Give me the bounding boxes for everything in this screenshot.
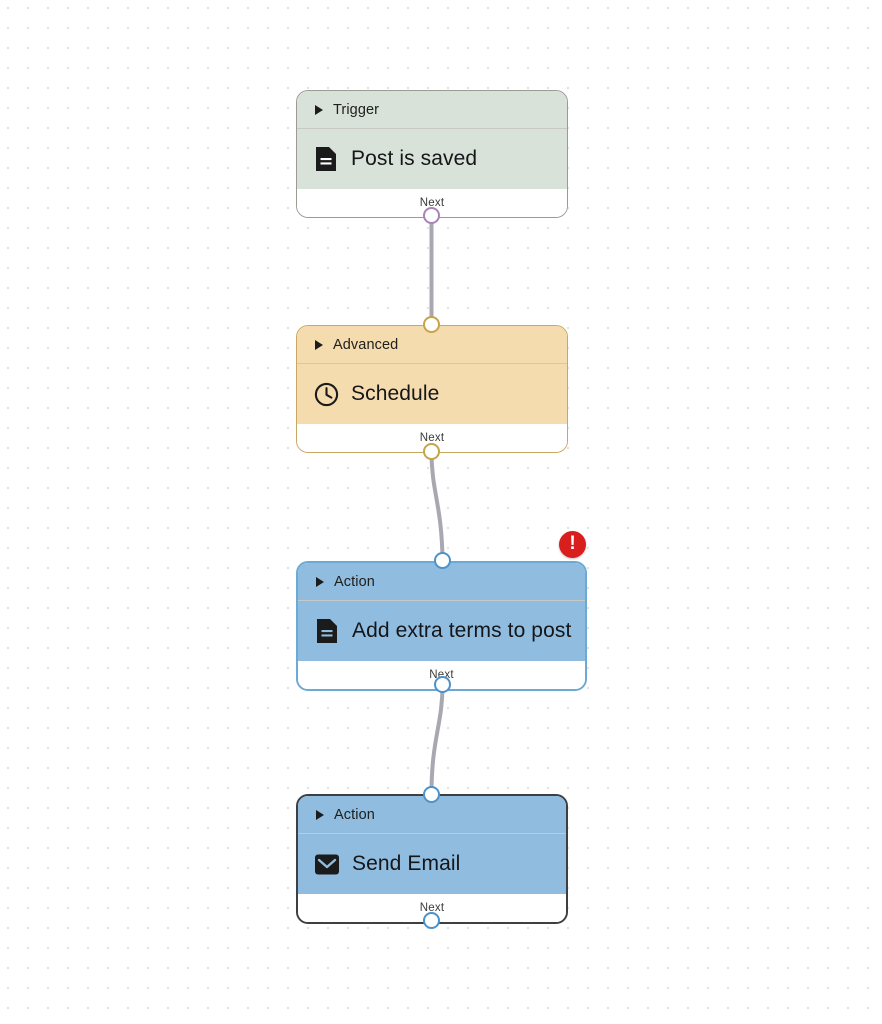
node-divider bbox=[297, 128, 567, 129]
workflow-node-action-add-extra-terms-to-post[interactable]: Action Add extra terms to post Next bbox=[296, 561, 587, 691]
edge-advanced-to-action-terms bbox=[429, 450, 445, 563]
envelope-icon bbox=[314, 851, 340, 877]
node-header-label: Action bbox=[334, 573, 375, 590]
node-footer-label: Next bbox=[419, 902, 445, 914]
node-divider bbox=[298, 833, 566, 834]
handle-action-email-top[interactable] bbox=[423, 786, 440, 803]
document-icon bbox=[313, 146, 339, 172]
node-body-action-terms[interactable]: Add extra terms to post bbox=[298, 601, 585, 661]
node-divider bbox=[298, 600, 585, 601]
node-body-advanced[interactable]: Schedule bbox=[297, 364, 567, 424]
node-header-trigger[interactable]: Trigger bbox=[297, 91, 567, 128]
error-badge-action-terms[interactable]: ! bbox=[559, 531, 586, 558]
node-title: Schedule bbox=[351, 382, 440, 405]
chevron-right-icon[interactable] bbox=[315, 339, 323, 350]
node-title: Add extra terms to post bbox=[352, 619, 572, 642]
clock-icon bbox=[313, 381, 339, 407]
chevron-right-icon[interactable] bbox=[315, 104, 323, 115]
node-header-action-terms[interactable]: Action bbox=[298, 563, 585, 600]
handle-action-terms-top[interactable] bbox=[434, 552, 451, 569]
node-title: Post is saved bbox=[351, 147, 478, 170]
node-divider bbox=[297, 363, 567, 364]
handle-trigger-bottom[interactable] bbox=[423, 207, 440, 224]
document-icon bbox=[314, 618, 340, 644]
node-header-label: Action bbox=[334, 806, 375, 823]
handle-advanced-bottom[interactable] bbox=[423, 443, 440, 460]
node-body-trigger[interactable]: Post is saved bbox=[297, 129, 567, 189]
node-footer-label: Next bbox=[419, 432, 445, 444]
workflow-node-action-send-email[interactable]: Action Send Email Next bbox=[296, 794, 568, 924]
node-title: Send Email bbox=[352, 852, 461, 875]
node-footer-label: Next bbox=[419, 197, 445, 209]
exclamation-icon: ! bbox=[569, 533, 576, 554]
node-header-label: Advanced bbox=[333, 336, 399, 353]
workflow-node-trigger-post-is-saved[interactable]: Trigger Post is saved Next bbox=[296, 90, 568, 218]
handle-advanced-top[interactable] bbox=[423, 316, 440, 333]
node-header-label: Trigger bbox=[333, 101, 380, 118]
node-body-action-email[interactable]: Send Email bbox=[298, 834, 566, 894]
chevron-right-icon[interactable] bbox=[316, 809, 324, 820]
handle-action-terms-bottom[interactable] bbox=[434, 676, 451, 693]
edge-action-terms-to-send-email bbox=[429, 683, 445, 796]
chevron-right-icon[interactable] bbox=[316, 576, 324, 587]
handle-action-email-bottom[interactable] bbox=[423, 912, 440, 929]
workflow-node-advanced-schedule[interactable]: Advanced Schedule Next bbox=[296, 325, 568, 453]
